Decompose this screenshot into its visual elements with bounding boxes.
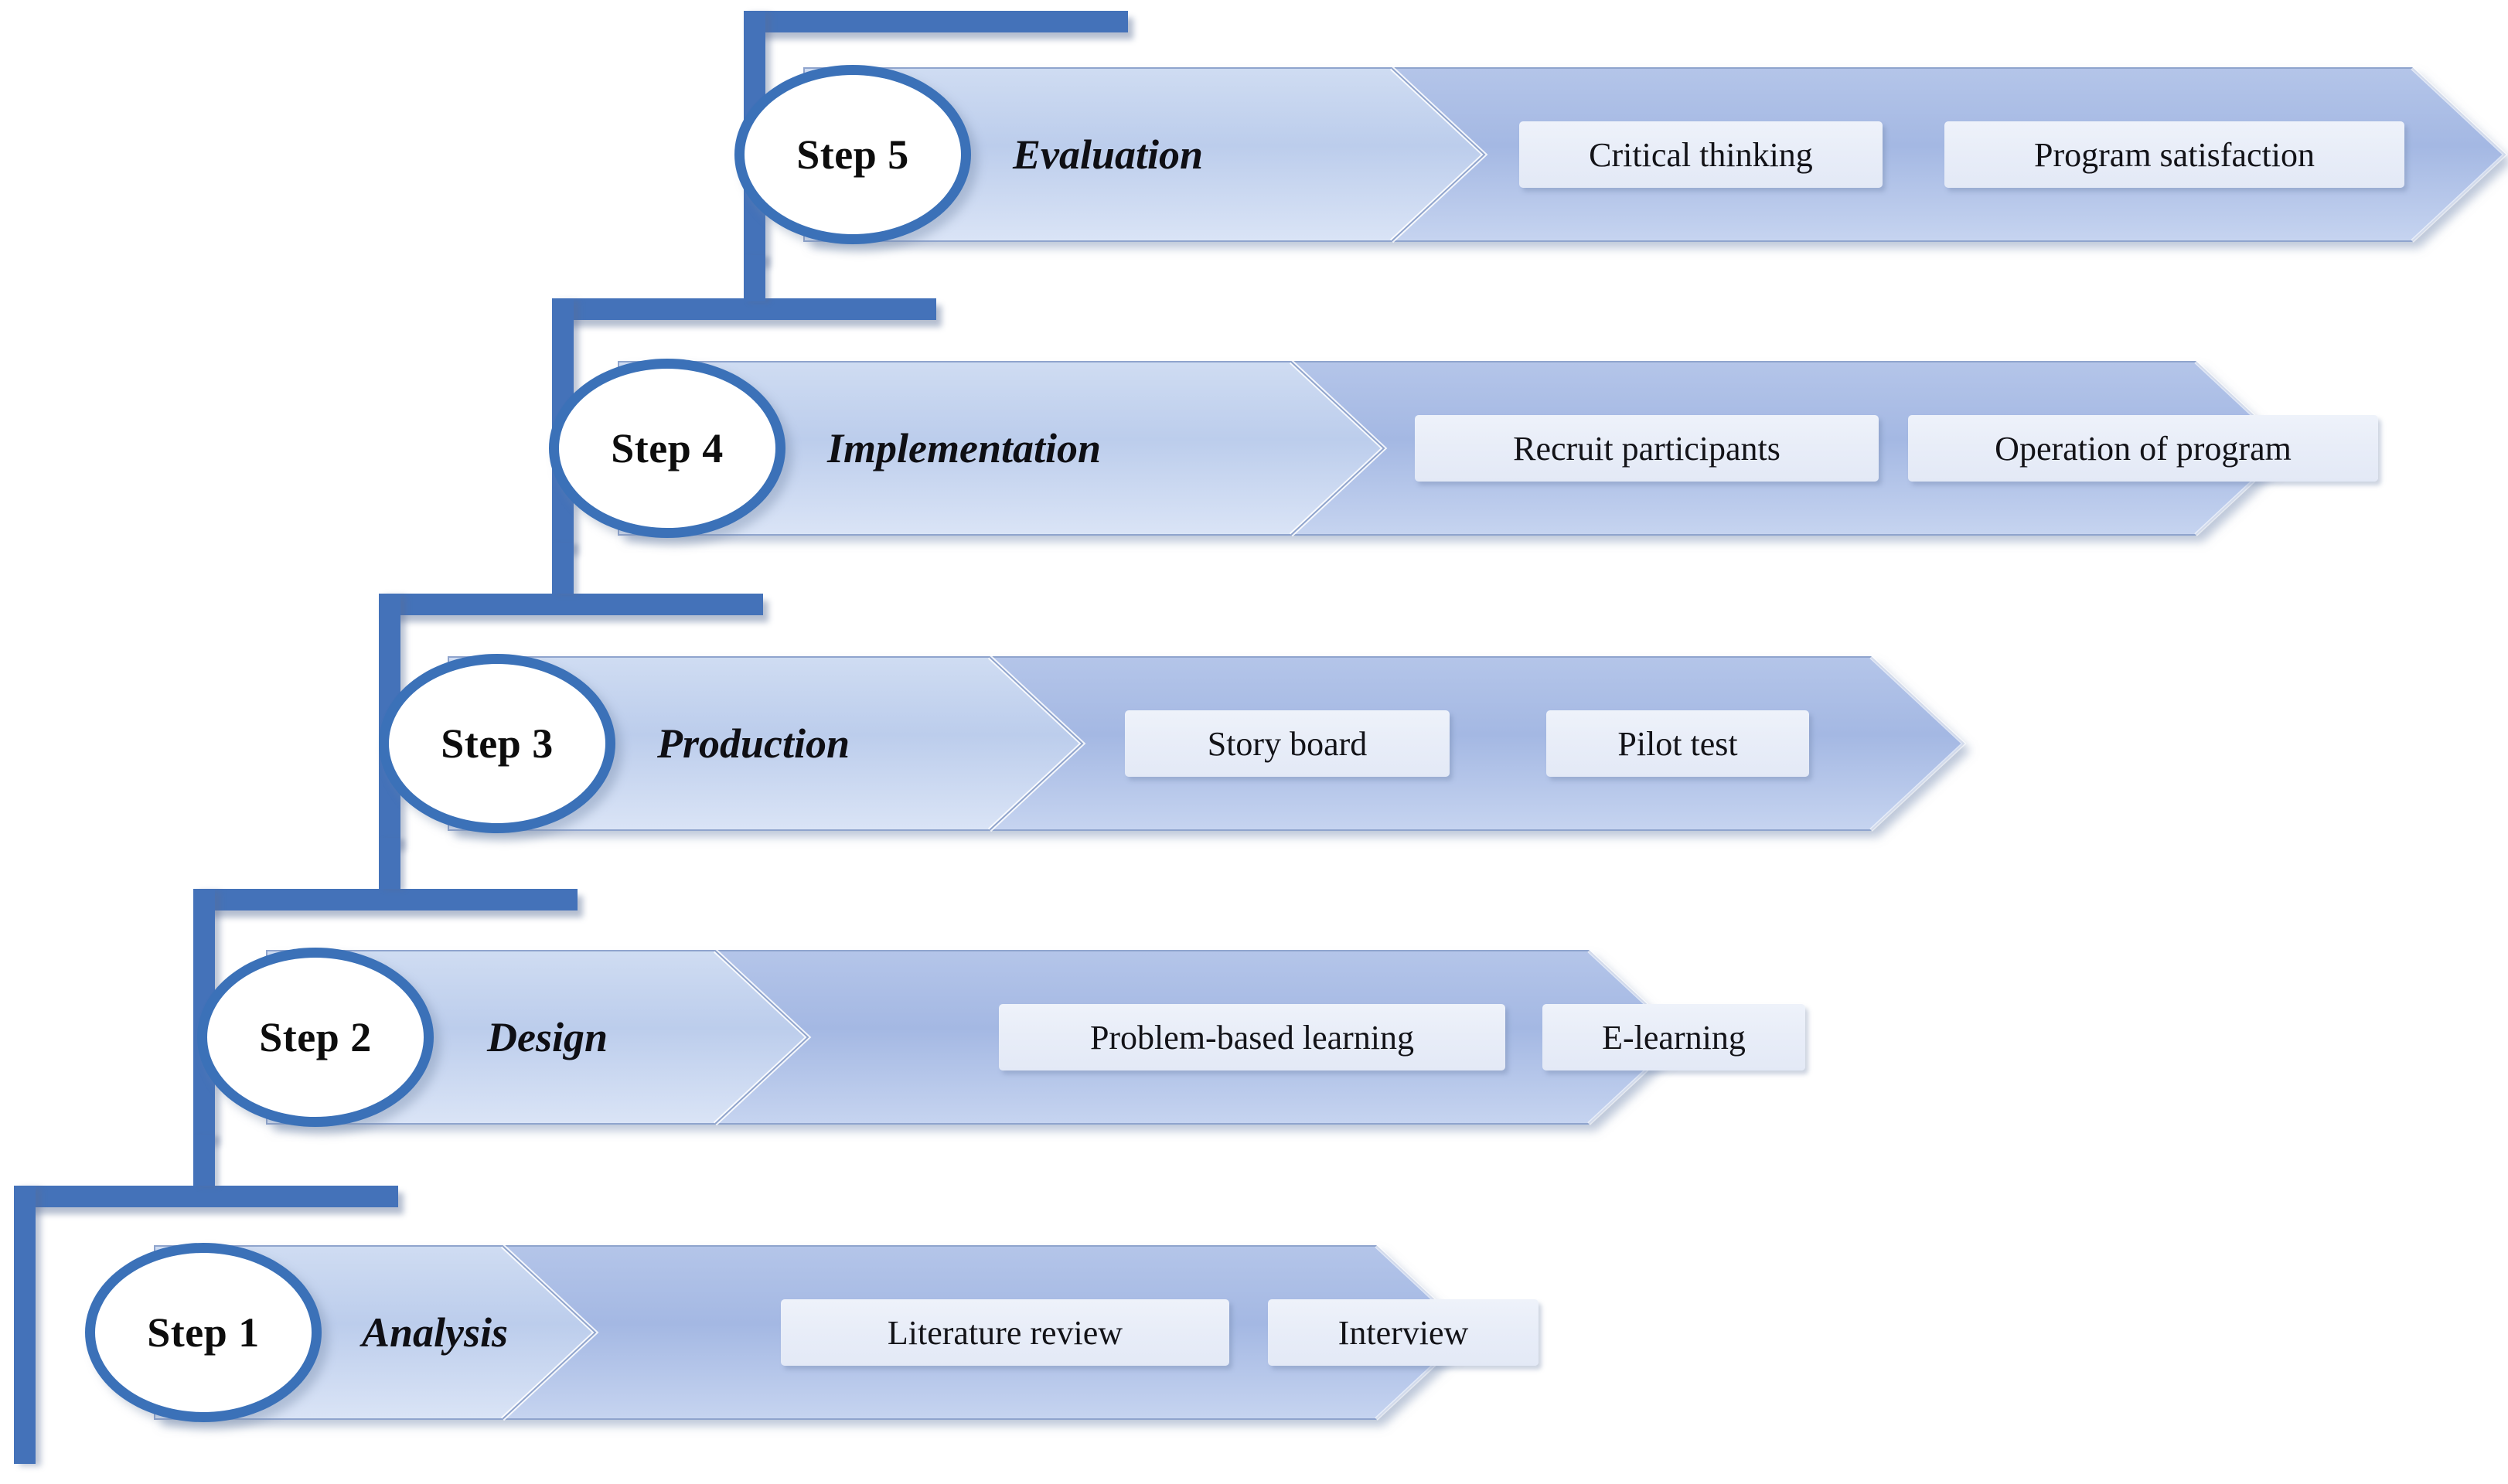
activity-tag-label: Story board: [1207, 724, 1368, 763]
step-row-2: Step 2 Design Problem-based learning E-l…: [197, 945, 1805, 1130]
activity-tag[interactable]: Critical thinking: [1519, 121, 1883, 188]
step-row-1: Step 1 Analysis Literature review Interv…: [85, 1240, 1539, 1425]
step-number-label: Step 5: [796, 131, 909, 178]
connector-vertical-bar: [14, 1186, 36, 1464]
step-badge-1[interactable]: Step 1: [85, 1243, 322, 1422]
connector-horizontal-bar: [744, 11, 1128, 32]
step-row-5: Step 5 Evaluation Critical thinking Prog…: [734, 62, 2508, 247]
connector-horizontal-bar: [14, 1186, 398, 1207]
phase-name-production: Production: [657, 720, 850, 767]
connector-horizontal-bar: [552, 298, 936, 320]
connector-drop-segment: [193, 1135, 215, 1186]
activity-tag-label: E-learning: [1602, 1018, 1746, 1057]
connector-drop-segment: [379, 838, 400, 889]
activity-tag[interactable]: Story board: [1125, 710, 1450, 777]
connector-drop-segment: [552, 543, 574, 594]
phase-name-evaluation: Evaluation: [1013, 131, 1204, 178]
step-badge-2[interactable]: Step 2: [197, 948, 434, 1127]
activity-tag[interactable]: Pilot test: [1546, 710, 1809, 777]
activity-tag[interactable]: Interview: [1268, 1299, 1539, 1366]
activity-tag[interactable]: Problem-based learning: [999, 1004, 1505, 1070]
activity-tag[interactable]: Recruit participants: [1415, 415, 1879, 482]
connector-drop-step5-to-step4: [744, 255, 767, 301]
phase-name-implementation: Implementation: [827, 425, 1102, 471]
activity-tag-label: Critical thinking: [1589, 135, 1813, 174]
step-badge-4[interactable]: Step 4: [549, 359, 785, 538]
activity-tag-label: Problem-based learning: [1089, 1018, 1415, 1057]
activity-tag-label: Interview: [1337, 1313, 1469, 1352]
activity-tag-label: Literature review: [887, 1313, 1123, 1352]
activity-tag[interactable]: Operation of program: [1908, 415, 2378, 482]
connector-drop-step3-to-step2: [379, 838, 402, 889]
step-number-label: Step 4: [611, 425, 724, 471]
step-badge-5[interactable]: Step 5: [734, 65, 971, 244]
connector-horizontal-bar: [193, 889, 578, 910]
connector-drop-segment: [744, 255, 765, 301]
step-number-label: Step 2: [259, 1014, 372, 1060]
activity-tag[interactable]: Literature review: [781, 1299, 1229, 1366]
step-number-label: Step 1: [147, 1309, 260, 1356]
step-row-3: Step 3 Production Story board Pilot test: [379, 651, 1967, 836]
activity-tag-label: Recruit participants: [1513, 429, 1780, 468]
activity-tag[interactable]: Program satisfaction: [1944, 121, 2404, 188]
connector-horizontal-bar: [379, 594, 763, 615]
activity-tag-label: Program satisfaction: [2034, 135, 2315, 174]
step-number-label: Step 3: [441, 720, 554, 767]
activity-tag-label: Operation of program: [1995, 429, 2292, 468]
phase-name-design: Design: [487, 1014, 608, 1060]
phase-name-analysis: Analysis: [362, 1309, 509, 1356]
step-row-4: Step 4 Implementation Recruit participan…: [549, 356, 2378, 541]
activity-tag[interactable]: E-learning: [1542, 1004, 1805, 1070]
connector-drop-step4-to-step3: [552, 543, 575, 594]
connector-drop-step2-to-step1: [193, 1135, 216, 1186]
activity-tag-label: Pilot test: [1617, 724, 1738, 763]
step-badge-3[interactable]: Step 3: [379, 654, 615, 833]
